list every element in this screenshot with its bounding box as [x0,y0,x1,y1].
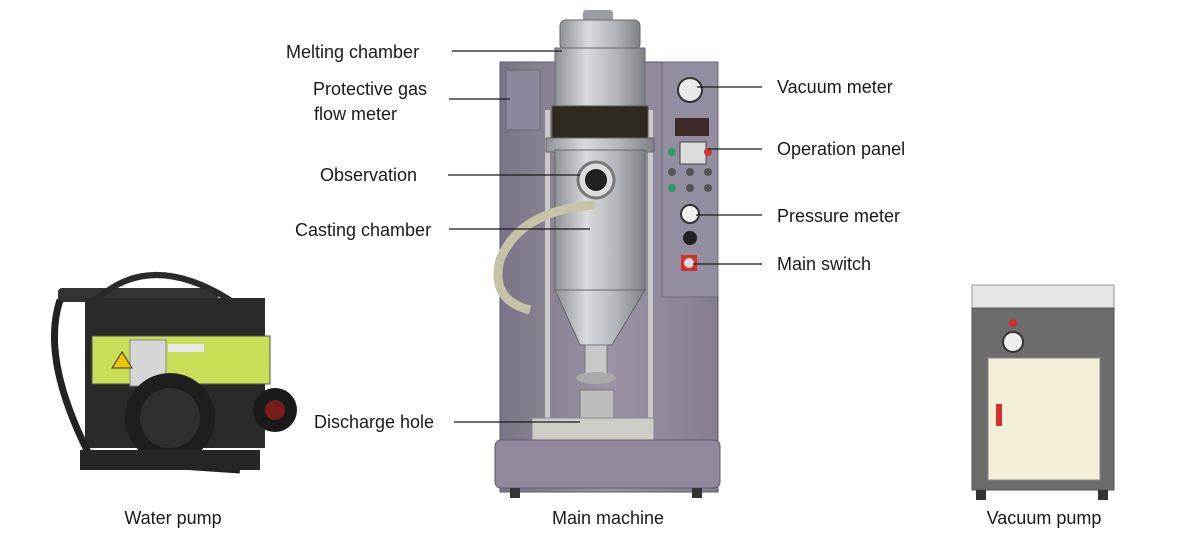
water-pump-illustration [50,272,297,474]
vacuum-pump-illustration [971,284,1115,500]
leader-lines [448,50,762,423]
label-pressure-meter: Pressure meter [777,206,901,226]
label-protective-gas-line2: flow meter [314,104,398,124]
label-observation: Observation [320,165,418,185]
label-vacuum-meter: Vacuum meter [777,77,893,97]
caption-vacuum-pump: Vacuum pump [986,508,1102,528]
label-melting-chamber: Melting chamber [286,42,420,62]
label-discharge-hole: Discharge hole [314,412,435,432]
label-main-switch: Main switch [777,254,872,274]
main-machine-illustration [493,10,721,498]
label-protective-gas-line1: Protective gas [313,79,428,99]
caption-water-pump: Water pump [124,508,222,528]
label-operation-panel: Operation panel [777,139,906,159]
caption-main-machine: Main machine [551,508,665,528]
label-casting-chamber: Casting chamber [295,220,432,240]
